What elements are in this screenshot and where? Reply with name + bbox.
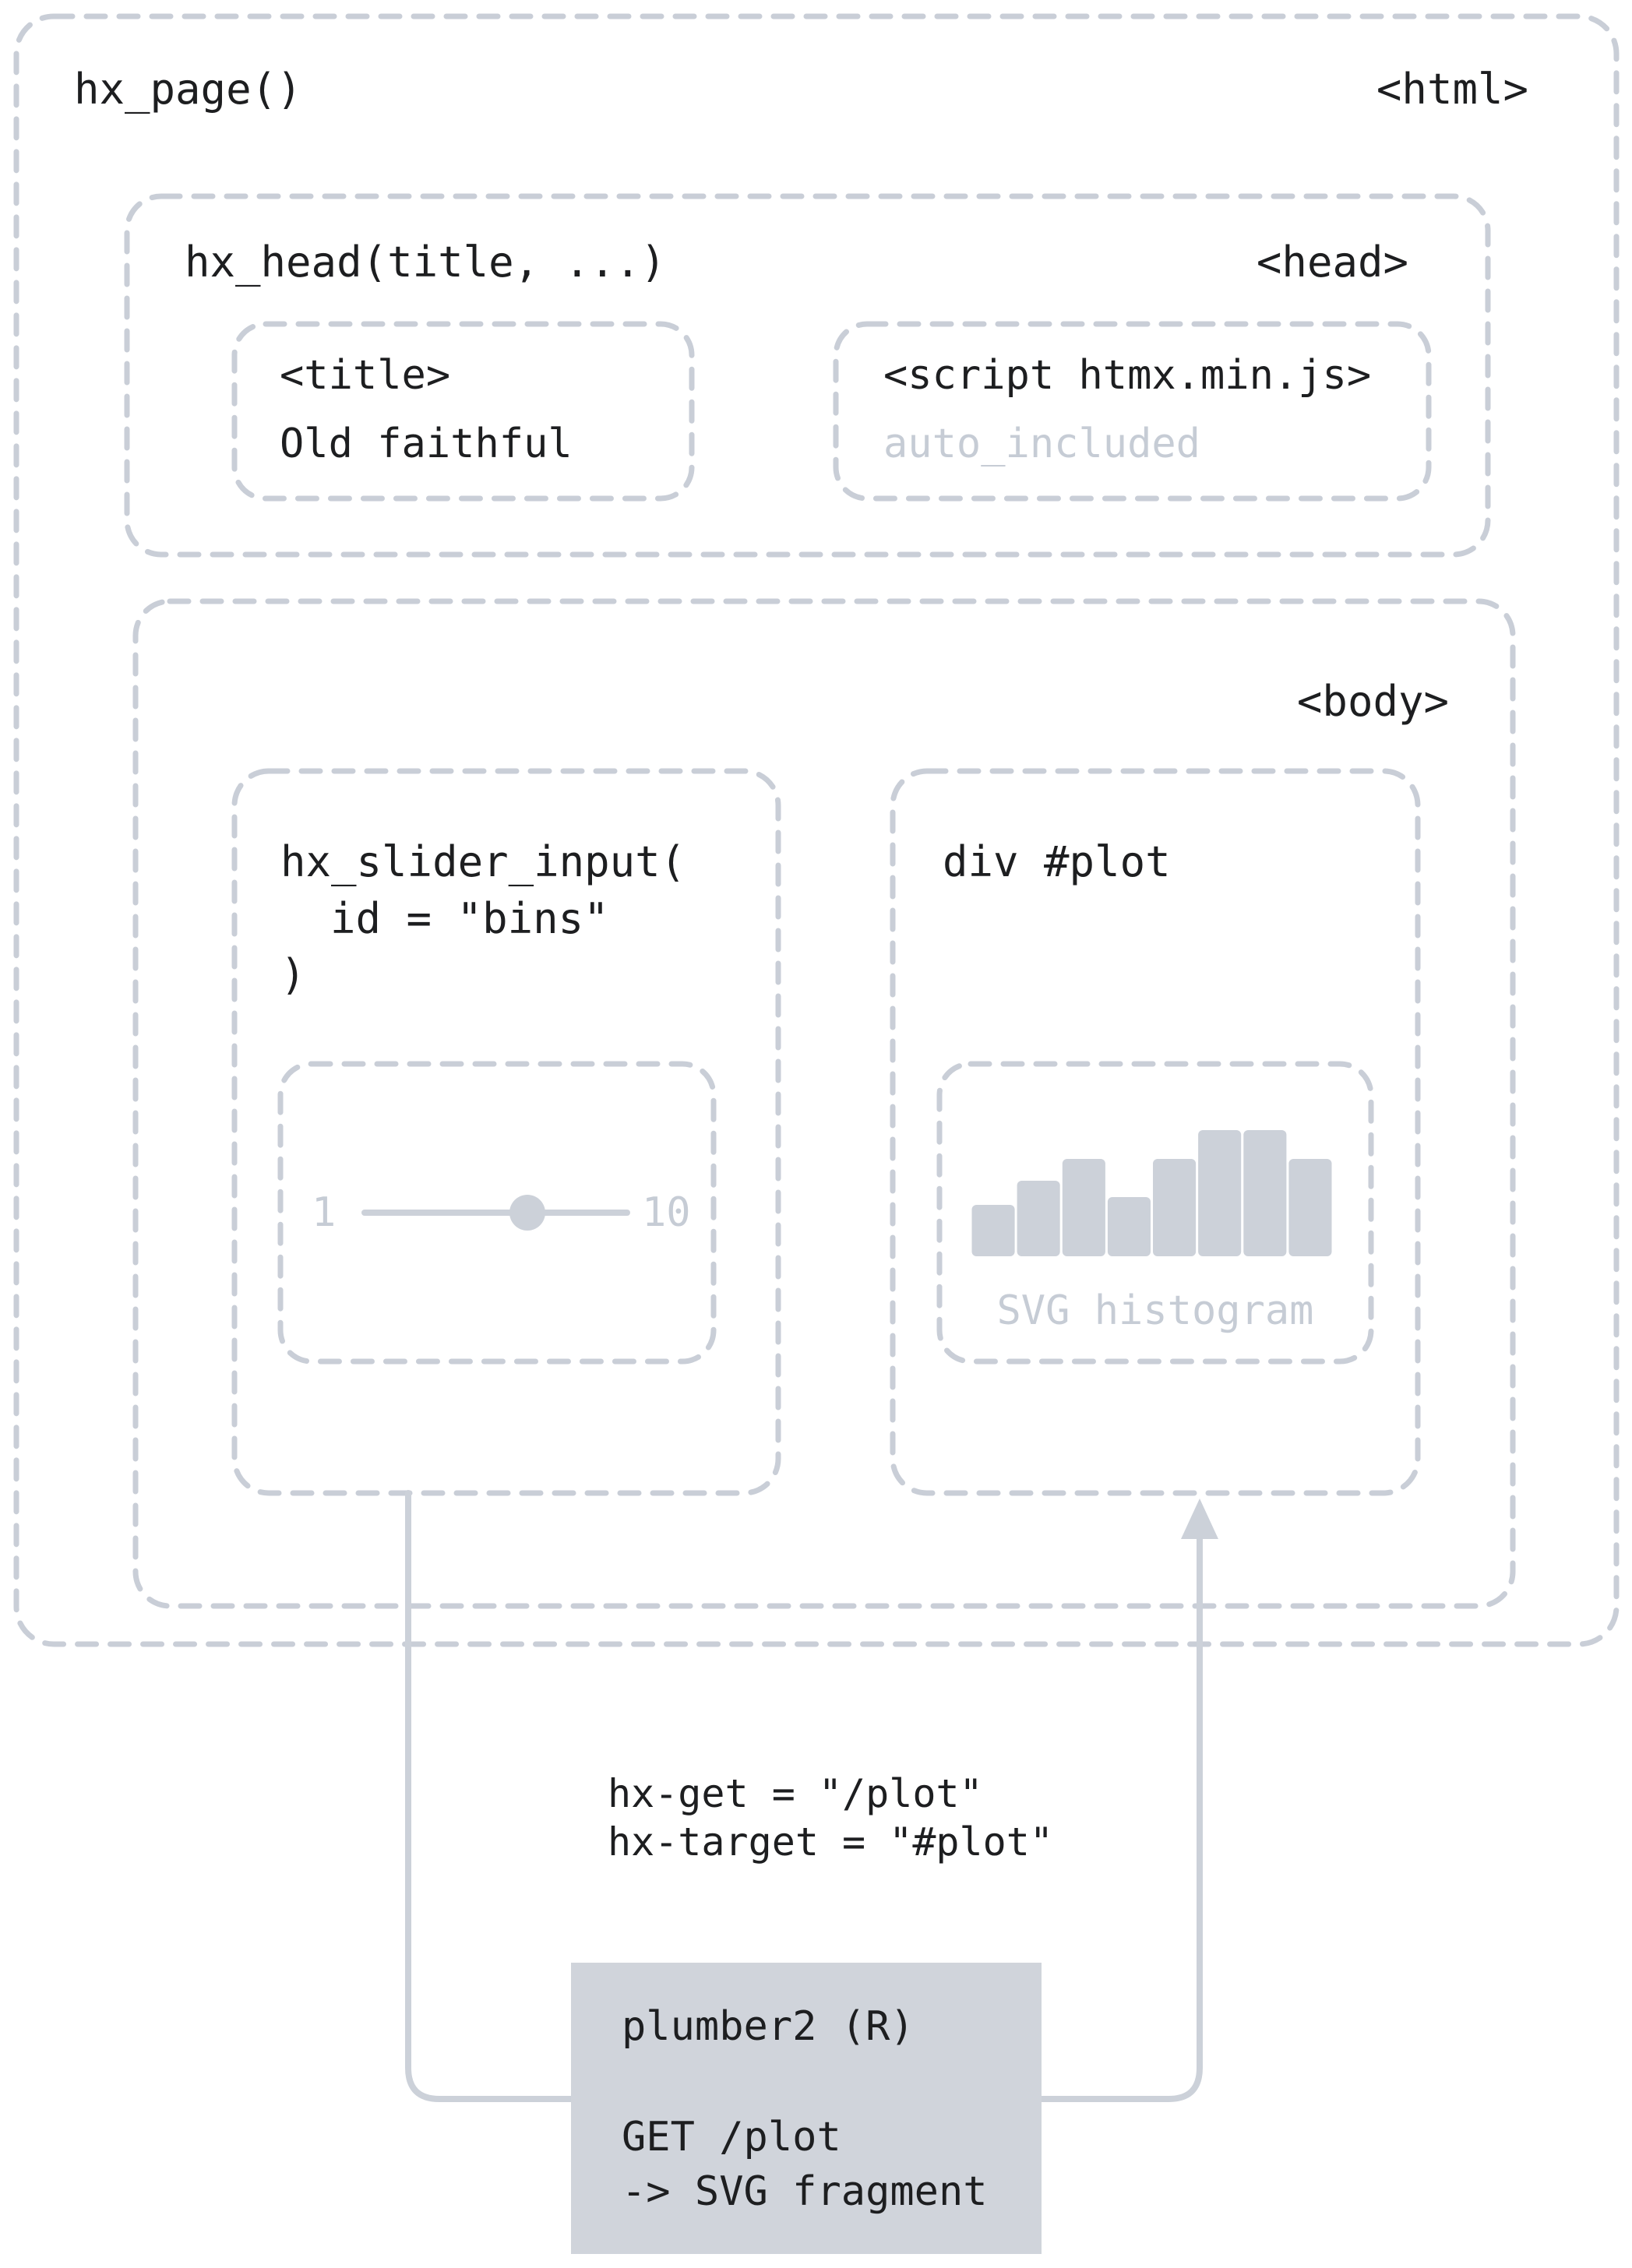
slider-widget-box [277, 1061, 717, 1365]
histogram-bar [1243, 1130, 1287, 1256]
html-tag-label: <html> [1376, 65, 1528, 114]
plot-div-box [890, 768, 1421, 1496]
slider-fn-line1: hx_slider_input( [280, 837, 686, 886]
plot-widget-box [936, 1061, 1374, 1365]
slider-thumb[interactable] [509, 1195, 545, 1231]
script-tag-label: <script htmx.min.js> [883, 352, 1372, 399]
hx-get-attr-label: hx-get = "/plot" [608, 1771, 983, 1816]
histogram-bar [1107, 1197, 1151, 1256]
histogram-bar [1198, 1130, 1242, 1256]
histogram-caption: SVG histogram [996, 1287, 1314, 1334]
slider-input-box [231, 768, 781, 1496]
head-box [124, 193, 1491, 558]
arrow-up-icon [1181, 1498, 1218, 1539]
slider-fn-line2: id = "bins" [330, 894, 609, 943]
slider-max-label: 10 [642, 1189, 691, 1236]
body-box [132, 598, 1516, 1609]
title-value-label: Old faithful [280, 421, 573, 467]
hx-target-attr-label: hx-target = "#plot" [608, 1819, 1053, 1865]
hx-head-fn-label: hx_head(title, ...) [185, 238, 666, 287]
html-box [13, 13, 1620, 1647]
server-response-line: -> SVG fragment [622, 2168, 988, 2215]
histogram-bar [1153, 1159, 1197, 1256]
script-note-label: auto_included [883, 421, 1200, 467]
script-box [833, 321, 1432, 502]
title-box [231, 321, 695, 502]
hx-page-fn-label: hx_page() [74, 65, 302, 114]
histogram-bar [1017, 1181, 1060, 1256]
slider-min-label: 1 [312, 1189, 337, 1236]
histogram-bar [1288, 1159, 1332, 1256]
body-tag-label: <body> [1296, 677, 1449, 726]
plot-div-label: div #plot [943, 837, 1171, 886]
server-endpoint-line: GET /plot [622, 2114, 841, 2161]
title-tag-label: <title> [280, 352, 451, 399]
head-tag-label: <head> [1256, 238, 1408, 287]
plumber-server-box: plumber2 (R) GET /plot -> SVG fragment [571, 1963, 1042, 2254]
slider-fn-line3: ) [280, 950, 306, 999]
histogram-bar [1062, 1159, 1105, 1256]
server-title: plumber2 (R) [622, 2003, 915, 2050]
histogram-bar [971, 1205, 1015, 1256]
histogram-icon [971, 1130, 1332, 1256]
